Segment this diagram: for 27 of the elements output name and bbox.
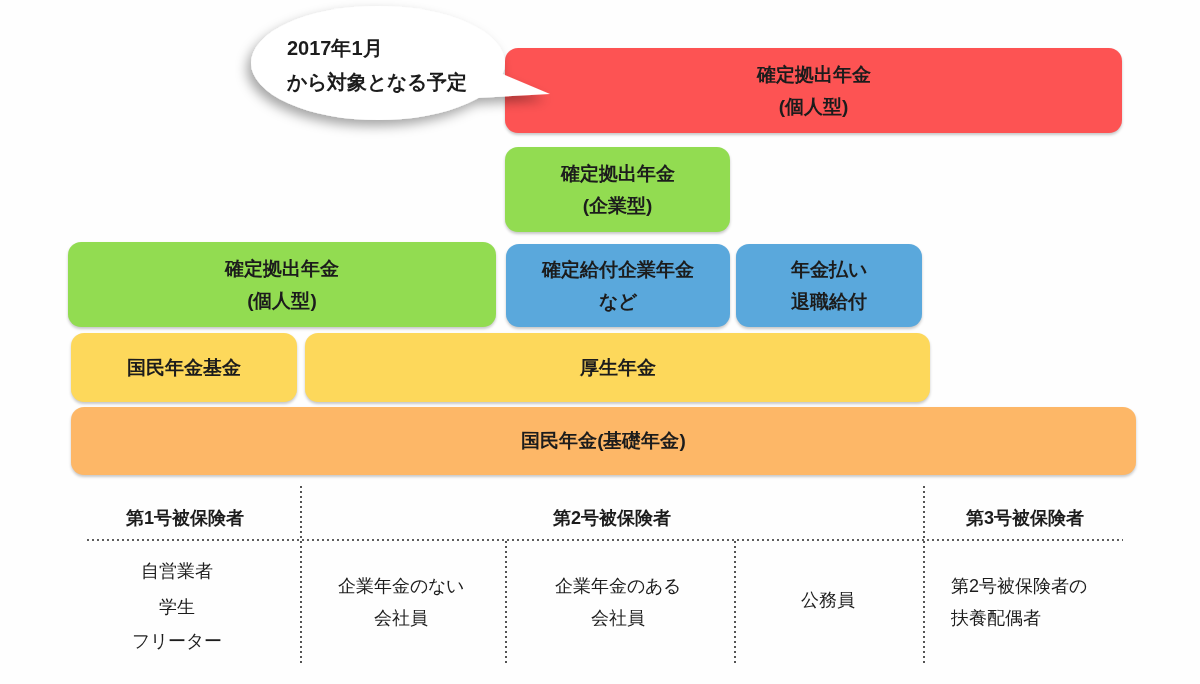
bubble-text: 2017年1月から対象となる予定 <box>287 36 468 95</box>
column-header: 第2号被保険者 <box>553 507 671 530</box>
tier-label: 確定拠出年金(個人型) <box>223 256 340 313</box>
pension-tier-box <box>736 244 922 327</box>
pension-tier-box <box>505 147 730 232</box>
cell-text: 企業年金のない会社員 <box>336 575 465 630</box>
cell-text: 公務員 <box>801 589 855 612</box>
column-header: 第3号被保険者 <box>966 507 1084 530</box>
pension-tier-box <box>305 333 930 402</box>
tier-label: 国民年金基金 <box>127 355 241 380</box>
tier-label: 確定拠出年金(企業型) <box>559 161 676 218</box>
pension-tier-box <box>68 242 496 327</box>
pension-tier-box <box>505 48 1122 133</box>
cell-text: フリーター <box>132 630 222 653</box>
tier-label: 確定給付企業年金など <box>540 257 695 314</box>
cell-text: 自営業者 <box>141 560 213 583</box>
cell-text: 企業年金のある会社員 <box>553 575 682 630</box>
pension-tier-box <box>506 244 730 327</box>
cell-text: 第2号被保険者の扶養配偶者 <box>951 575 1088 630</box>
tier-label: 年金払い退職給付 <box>790 257 868 314</box>
tier-label: 国民年金(基礎年金) <box>521 429 686 453</box>
column-header: 第1号被保険者 <box>126 507 244 530</box>
cell-text: 学生 <box>159 596 195 619</box>
tier-label: 厚生年金 <box>579 355 656 380</box>
pension-tier-box <box>71 407 1136 475</box>
pension-tier-box <box>71 333 297 402</box>
tier-label: 確定拠出年金(個人型) <box>755 62 872 119</box>
